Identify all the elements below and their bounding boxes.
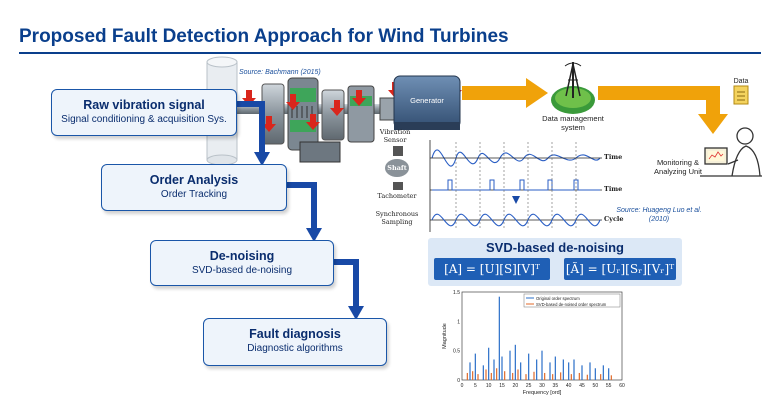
x-tick-label: 5 bbox=[474, 383, 477, 389]
step-raw-vibration[interactable]: Raw vibration signal Signal conditioning… bbox=[51, 89, 237, 136]
step-denoising[interactable]: De-noising SVD-based de-noising bbox=[150, 240, 334, 286]
x-tick-label: 10 bbox=[486, 383, 492, 389]
title-divider bbox=[19, 52, 761, 54]
svd-equation: [A] = [U][S][V]ᵀ bbox=[434, 258, 550, 280]
y-axis-label: Magnitude bbox=[442, 323, 448, 349]
step-order-analysis-sub: Order Tracking bbox=[160, 189, 228, 200]
monitoring-label: Monitoring & Analyzing Unit bbox=[654, 158, 702, 176]
x-tick-label: 20 bbox=[513, 383, 519, 389]
step-fault-diagnosis[interactable]: Fault diagnosis Diagnostic algorithms bbox=[203, 318, 387, 366]
y-tick-label: 1.5 bbox=[453, 290, 460, 296]
step-fault-diagnosis-sub: Diagnostic algorithms bbox=[247, 343, 343, 354]
source-bachmann: Source: Bachmann (2015) bbox=[239, 69, 321, 76]
tachometer-label: Tachometer bbox=[377, 192, 417, 200]
x-tick-label: 45 bbox=[579, 383, 585, 389]
gearbox-icon bbox=[261, 77, 395, 163]
step-raw-vibration-title: Raw vibration signal bbox=[83, 98, 205, 112]
step-denoising-sub: SVD-based de-noising bbox=[191, 265, 293, 276]
data-flow-arrows bbox=[462, 78, 728, 134]
legend-label: Original order spectrum bbox=[536, 296, 580, 301]
time-axis-label-2: Time bbox=[604, 185, 623, 193]
tacho-pulses bbox=[432, 179, 600, 191]
x-axis-label: Frequency [ord] bbox=[523, 390, 562, 396]
data-management-label: Data management system bbox=[542, 114, 604, 132]
cycle-axis-label: Cycle bbox=[604, 215, 624, 223]
vibration-sensor-label: Vibration Sensor bbox=[379, 128, 411, 144]
document-icon bbox=[733, 85, 749, 105]
step-fault-diagnosis-title: Fault diagnosis bbox=[249, 327, 341, 341]
step-order-analysis[interactable]: Order Analysis Order Tracking bbox=[101, 164, 287, 211]
x-tick-label: 35 bbox=[553, 383, 559, 389]
y-tick-label: 0 bbox=[457, 378, 460, 384]
x-tick-label: 15 bbox=[499, 383, 505, 389]
step-connector-arrows bbox=[237, 101, 359, 308]
down-arrow-icon bbox=[512, 196, 520, 204]
step-order-analysis-title: Order Analysis bbox=[149, 173, 239, 187]
shaft-label: Shaft bbox=[387, 164, 407, 172]
generator-icon bbox=[393, 75, 461, 130]
x-tick-label: 30 bbox=[539, 383, 545, 389]
sampling-signal bbox=[431, 213, 601, 227]
y-tick-label: 0.5 bbox=[453, 349, 460, 355]
screen-chart-icon bbox=[708, 151, 724, 161]
x-tick-label: 60 bbox=[619, 383, 625, 389]
x-tick-label: 0 bbox=[461, 383, 464, 389]
source-luo: Source: Huageng Luo et al. (2010) bbox=[616, 207, 702, 223]
step-raw-vibration-sub: Signal conditioning & acquisition Sys. bbox=[61, 114, 227, 125]
x-tick-label: 40 bbox=[566, 383, 572, 389]
order-spectrum-chart: 0 5 10 15 20 25 30 35 40 45 50 55 60 0 0.5 1 1.5Frequenc… bbox=[442, 290, 625, 396]
svd-reduced-equation: [Ã] = [Uᵣ][Sᵣ][Vᵣ]ᵀ bbox=[564, 258, 676, 280]
x-tick-label: 50 bbox=[593, 383, 599, 389]
svd-title: SVD-based de-noising bbox=[486, 240, 624, 255]
data-management-icon bbox=[551, 62, 595, 114]
time-axis-label: Time bbox=[604, 153, 623, 161]
y-tick-label: 1 bbox=[457, 319, 460, 325]
step-denoising-title: De-noising bbox=[209, 249, 275, 263]
shaft-sensor-icon bbox=[385, 146, 409, 190]
data-label: Data bbox=[733, 78, 749, 85]
legend-label: SVD-based de-noised order spectrum bbox=[536, 302, 607, 307]
legend-box bbox=[523, 293, 621, 308]
synchronous-sampling-label: Synchronous Sampling bbox=[375, 210, 419, 226]
x-tick-label: 55 bbox=[606, 383, 612, 389]
page-title: Proposed Fault Detection Approach for Wi… bbox=[19, 26, 509, 47]
sampling-gridlines bbox=[455, 142, 577, 230]
x-tick-label: 25 bbox=[526, 383, 532, 389]
generator-label: Generator bbox=[410, 96, 444, 105]
